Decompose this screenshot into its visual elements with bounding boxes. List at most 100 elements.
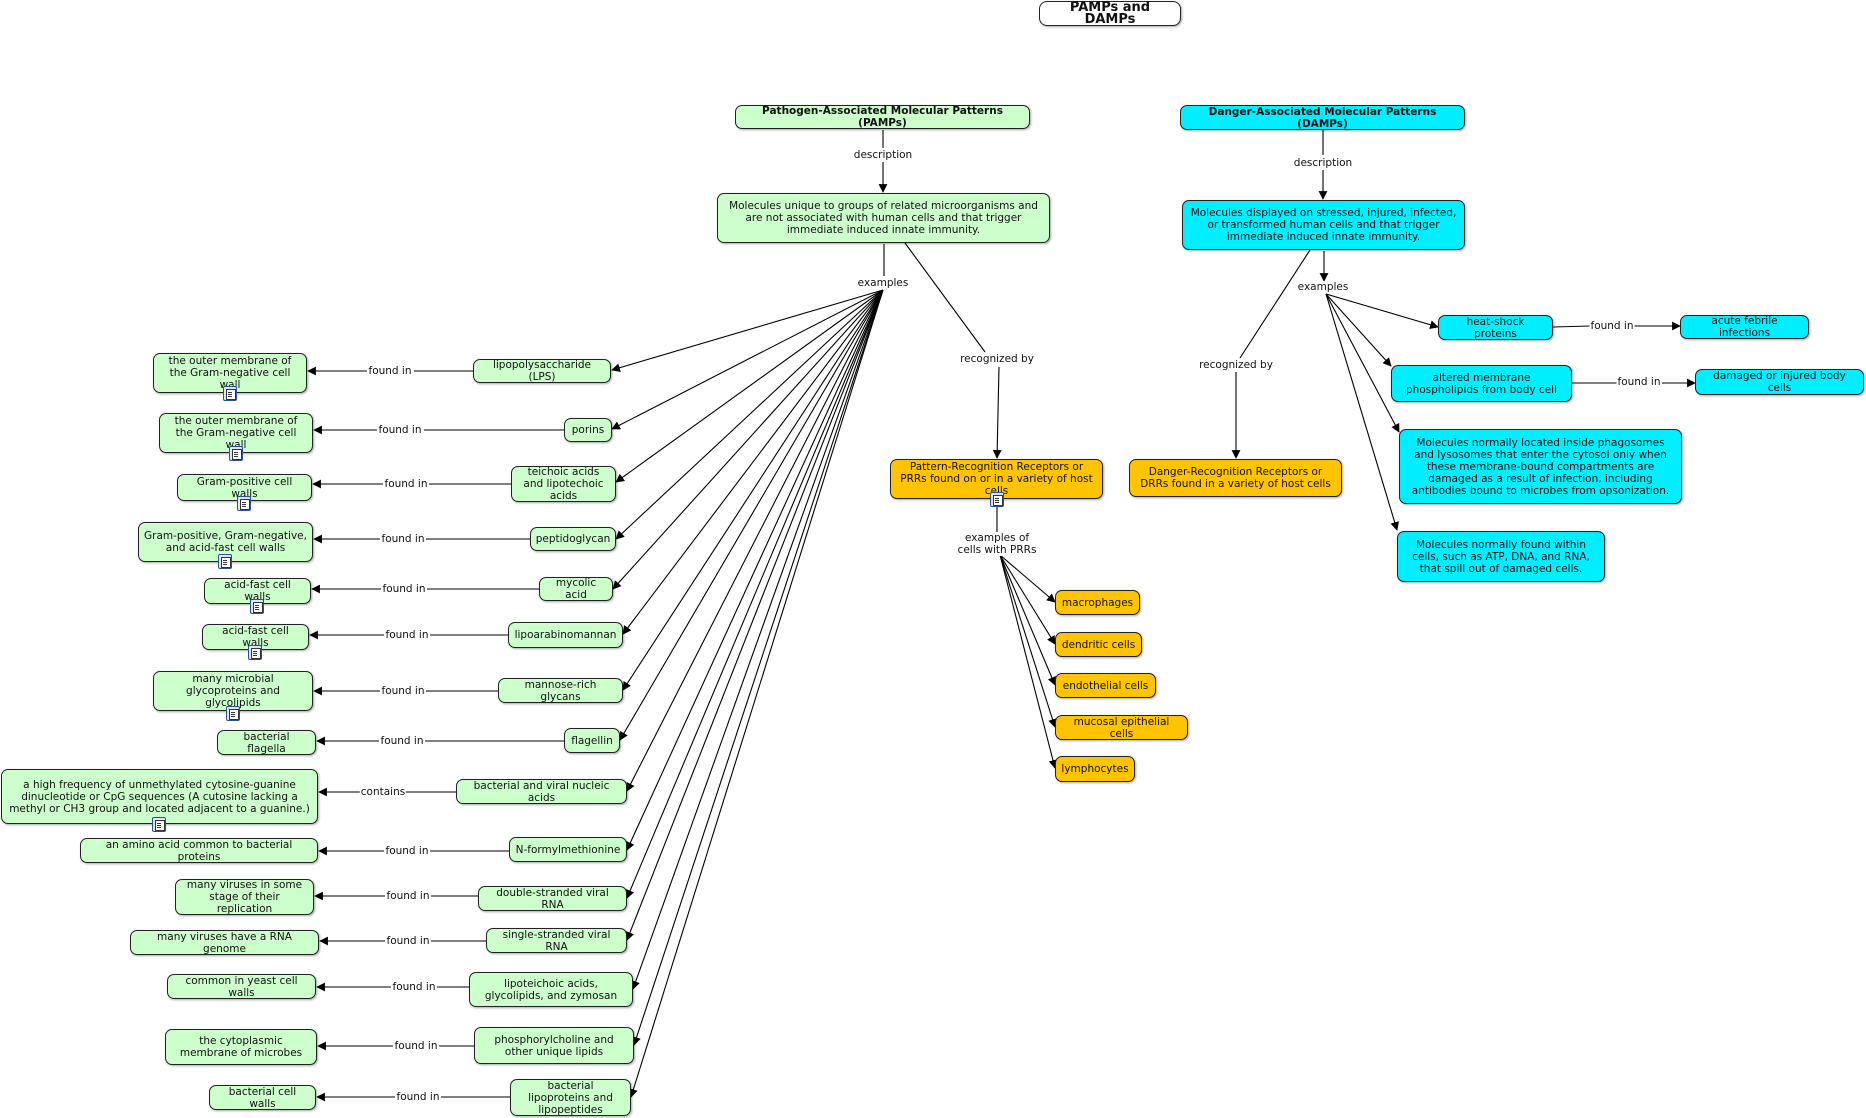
document-icon[interactable] <box>226 706 240 721</box>
link-label: found in <box>1616 376 1662 388</box>
link-label: found in <box>384 629 430 641</box>
pamp-recognized-by-label: recognized by <box>959 353 1035 365</box>
document-icon[interactable] <box>248 645 262 660</box>
link-label: found in <box>391 981 437 993</box>
pamp-example-nucleic-acids[interactable]: bacterial and viral nucleic acids <box>456 779 627 804</box>
link-label: found in <box>385 890 431 902</box>
pamp-example-lipoteichoic-zymosan[interactable]: lipoteichoic acids, glycolipids, and zym… <box>469 972 633 1007</box>
damp-example-phagosome-molecules[interactable]: Molecules normally located inside phagos… <box>1399 429 1682 504</box>
connector-arrow <box>615 289 884 483</box>
link-label: found in <box>385 935 431 947</box>
pamp-example-peptidoglycan[interactable]: peptidoglycan <box>530 527 616 551</box>
pamp-description[interactable]: Molecules unique to groups of related mi… <box>717 193 1050 243</box>
pamp-heading[interactable]: Pathogen-Associated Molecular Patterns (… <box>735 105 1030 129</box>
document-icon[interactable] <box>229 446 243 461</box>
connector-arrow <box>999 554 1056 603</box>
target-gram-negative-outer-membrane-2[interactable]: the outer membrane of the Gram-negative … <box>159 413 313 453</box>
target-bacterial-flagella[interactable]: bacterial flagella <box>217 730 316 755</box>
pamp-example-mannose-rich-glycans[interactable]: mannose-rich glycans <box>498 678 623 703</box>
connector-arrow <box>1325 293 1400 433</box>
pamp-example-phosphorylcholine[interactable]: phosphorylcholine and other unique lipid… <box>474 1027 634 1064</box>
link-label: found in <box>380 533 426 545</box>
link-label: found in <box>379 735 425 747</box>
connector-arrow <box>625 289 884 941</box>
connector-line <box>1239 249 1311 359</box>
pamp-examples-label: examples <box>856 277 910 289</box>
link-label: found in <box>380 685 426 697</box>
damp-example-phospholipids[interactable]: altered membrane phospholipids from body… <box>1391 365 1572 402</box>
connector-arrow <box>631 289 884 990</box>
damp-target-damaged-cells[interactable]: damaged or injured body cells <box>1695 369 1864 395</box>
link-label: found in <box>367 365 413 377</box>
cell-lymphocytes[interactable]: lymphocytes <box>1055 756 1135 782</box>
cell-mucosal-epithelial[interactable]: mucosal epithelial cells <box>1055 715 1188 740</box>
damp-example-atp-dna-rna[interactable]: Molecules normally found within cells, s… <box>1397 531 1605 582</box>
connector-arrow <box>999 554 1058 769</box>
cell-macrophages[interactable]: macrophages <box>1055 590 1140 615</box>
target-cytoplasmic-membrane[interactable]: the cytoplasmic membrane of microbes <box>165 1029 317 1065</box>
pamp-example-ssrna[interactable]: single-stranded viral RNA <box>486 928 627 953</box>
connector-arrow <box>992 366 1002 459</box>
target-glycoproteins-glycolipids[interactable]: many microbial glycoproteins and glycoli… <box>153 671 313 711</box>
damp-example-heat-shock[interactable]: heat-shock proteins <box>1438 315 1553 340</box>
pamp-example-porins[interactable]: porins <box>564 418 612 442</box>
pamp-example-teichoic-acids[interactable]: teichoic acids and lipotechoic acids <box>511 466 616 502</box>
document-icon[interactable] <box>152 817 166 832</box>
connector-arrow <box>611 289 884 430</box>
target-viruses-replication[interactable]: many viruses in some stage of their repl… <box>175 879 314 915</box>
drr-node[interactable]: Danger-Recognition Receptors or DRRs fou… <box>1129 459 1342 497</box>
link-label: found in <box>384 845 430 857</box>
connector-arrow <box>615 289 884 540</box>
pamp-example-n-formylmethionine[interactable]: N-formylmethionine <box>509 837 627 862</box>
connector-arrow <box>622 289 884 691</box>
target-bacterial-proteins[interactable]: an amino acid common to bacterial protei… <box>80 838 318 863</box>
connector-arrow <box>619 289 884 741</box>
document-icon[interactable] <box>990 492 1004 507</box>
pamp-example-lipoarabinomannan[interactable]: lipoarabinomannan <box>508 622 623 648</box>
connector-arrow <box>629 289 884 1098</box>
pamp-example-dsrna[interactable]: double-stranded viral RNA <box>478 886 627 911</box>
pamp-example-lipoproteins[interactable]: bacterial lipoproteins and lipopeptides <box>510 1079 631 1116</box>
link-label: found in <box>395 1091 441 1103</box>
target-gram-negative-outer-membrane[interactable]: the outer membrane of the Gram-negative … <box>153 353 307 393</box>
target-yeast-cell-walls[interactable]: common in yeast cell walls <box>167 974 316 999</box>
damp-description[interactable]: Molecules displayed on stressed, injured… <box>1182 200 1465 250</box>
document-icon[interactable] <box>223 386 237 401</box>
connector-arrow <box>612 289 884 590</box>
document-icon[interactable] <box>218 554 232 569</box>
document-icon[interactable] <box>237 496 251 511</box>
cell-dendritic[interactable]: dendritic cells <box>1055 632 1142 657</box>
damp-description-label: description <box>1292 157 1354 169</box>
connector-arrow <box>626 289 884 792</box>
link-label: found in <box>1589 320 1635 332</box>
target-viruses-rna-genome[interactable]: many viruses have a RNA genome <box>130 930 319 955</box>
connector-line <box>904 242 986 353</box>
link-label: found in <box>377 424 423 436</box>
link-label: found in <box>381 583 427 595</box>
connector-line <box>1552 325 1591 328</box>
cell-endothelial[interactable]: endothelial cells <box>1055 673 1156 698</box>
connector-arrow <box>626 289 884 899</box>
target-bacterial-cell-walls[interactable]: bacterial cell walls <box>209 1085 316 1110</box>
document-icon[interactable] <box>250 599 264 614</box>
connector-arrow <box>1325 293 1439 329</box>
pamp-example-lps[interactable]: lipopolysaccharide (LPS) <box>473 359 611 383</box>
target-cpg-sequences[interactable]: a high frequency of unmethylated cytosin… <box>1 769 318 824</box>
link-label: contains <box>359 786 407 798</box>
link-label: found in <box>393 1040 439 1052</box>
target-all-cell-walls[interactable]: Gram-positive, Gram-negative, and acid-f… <box>138 522 313 562</box>
link-label: found in <box>383 478 429 490</box>
connector-arrow <box>999 554 1056 686</box>
connector-arrow <box>999 554 1057 728</box>
connector-arrow <box>632 289 884 1046</box>
damp-target-febrile-infections[interactable]: acute febrile infections <box>1680 315 1809 339</box>
connector-arrow <box>1325 293 1399 531</box>
prr-cells-label: examples of cells with PRRs <box>956 532 1038 556</box>
pamp-example-flagellin[interactable]: flagellin <box>564 728 620 753</box>
target-acid-fast-cell-walls[interactable]: acid-fast cell walls <box>204 578 311 604</box>
pamp-example-mycolic-acid[interactable]: mycolic acid <box>539 577 613 601</box>
connector-arrow <box>611 289 884 372</box>
damp-heading[interactable]: Danger-Associated Molecular Patterns (DA… <box>1180 105 1465 130</box>
damp-examples-label: examples <box>1296 281 1350 293</box>
